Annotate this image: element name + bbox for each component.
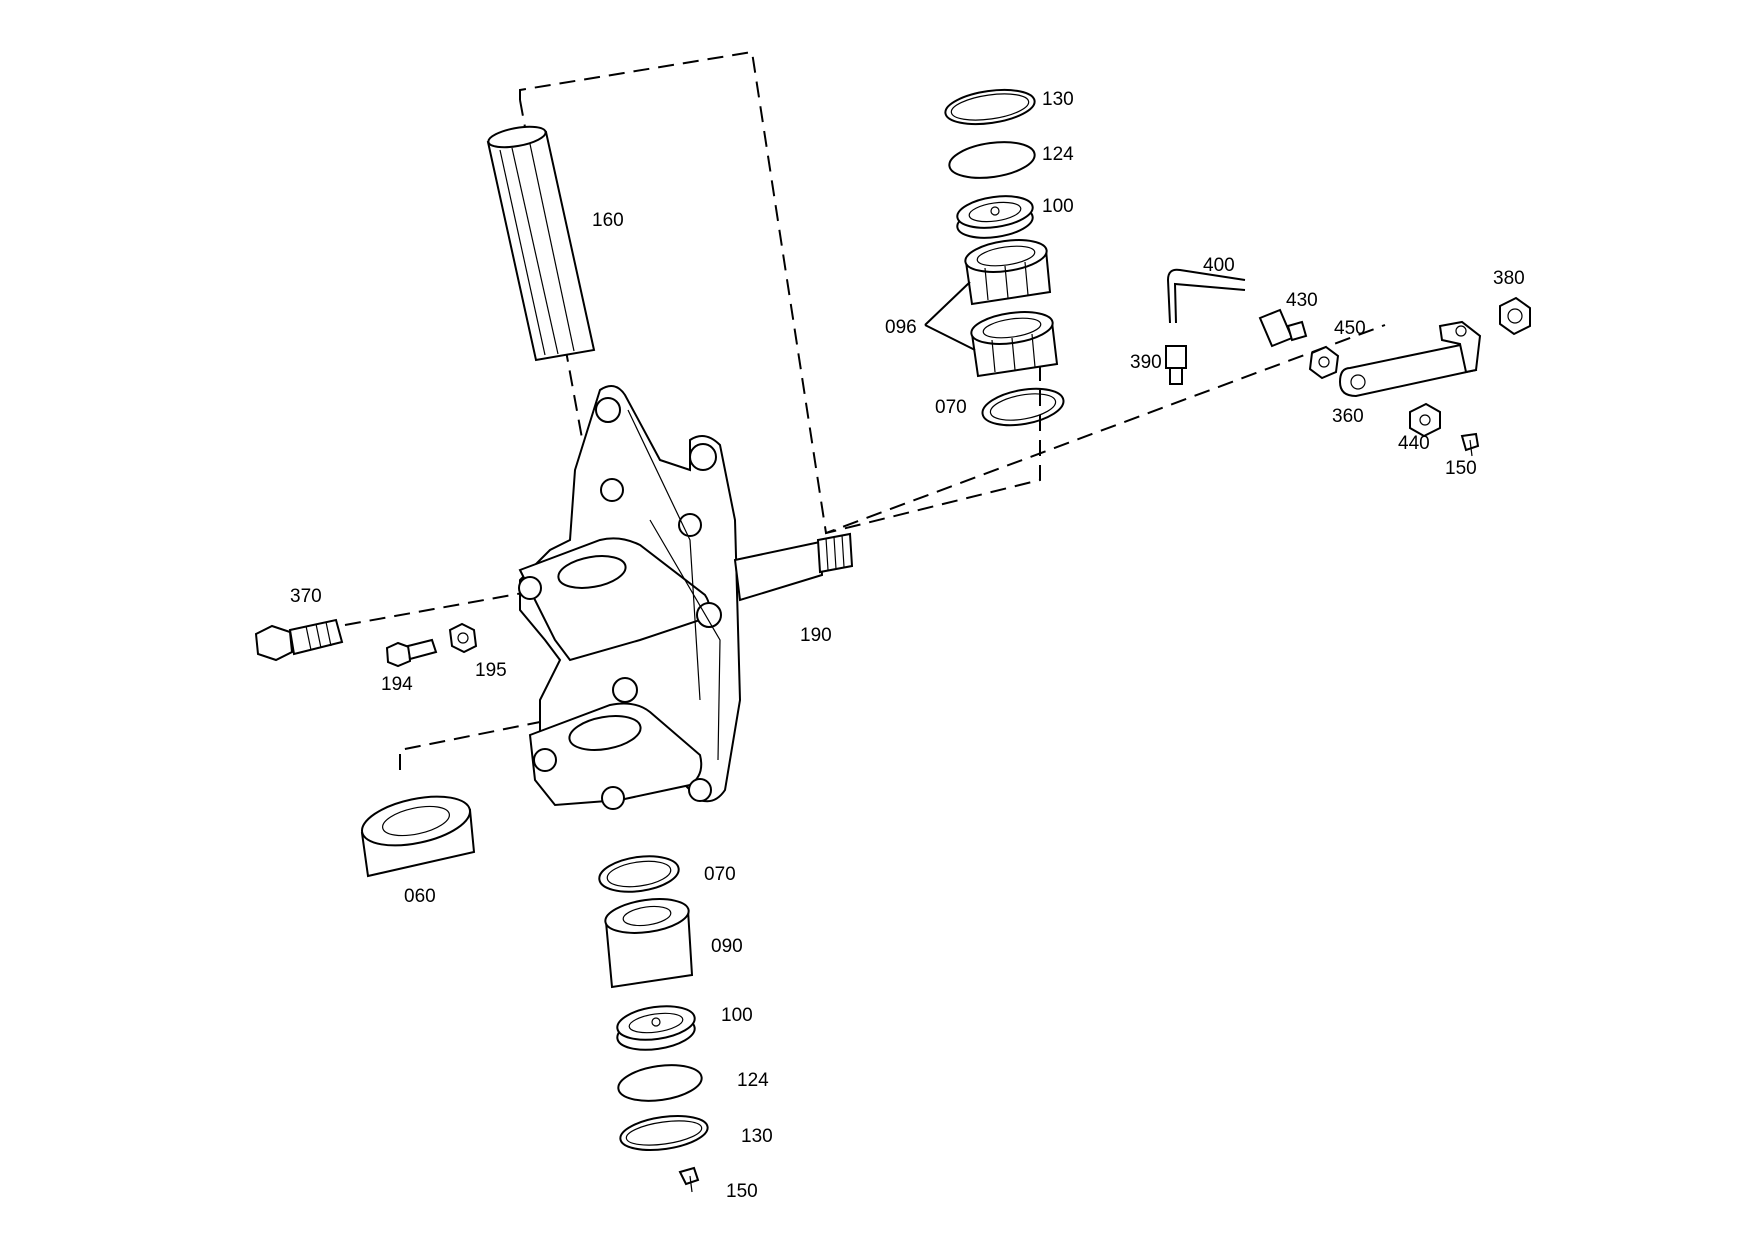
steering-knuckle-190 [518,385,854,810]
label-430: 430 [1286,290,1318,311]
cap-100-top [956,195,1034,239]
circlip-130-top [944,88,1036,126]
label-160: 160 [592,210,624,231]
label-450: 450 [1334,318,1366,339]
grease-nipple-390 [1165,345,1187,385]
nut-380 [1499,296,1531,336]
bearing-096-upper [964,239,1052,306]
label-360: 360 [1332,406,1364,427]
screw-194 [385,638,438,668]
seal-060 [360,795,476,878]
label-124-bottom: 124 [737,1070,769,1091]
label-070-bottom: 070 [704,864,736,885]
bracket-360 [1338,320,1482,398]
nut-450 [1308,345,1340,380]
grease-nipple-430 [1258,308,1308,348]
label-124-top: 124 [1042,144,1074,165]
bearing-096-lower [970,311,1059,378]
label-440: 440 [1398,433,1430,454]
label-194: 194 [381,674,413,695]
bolt-370 [254,618,344,662]
label-100-bottom: 100 [721,1005,753,1026]
label-400: 400 [1203,255,1235,276]
hex-key-400 [1166,268,1246,324]
label-130-bottom: 130 [741,1126,773,1147]
screw-150-right [1460,432,1480,457]
label-070-top: 070 [935,397,967,418]
label-380: 380 [1493,268,1525,289]
label-150-bottom: 150 [726,1181,758,1202]
label-195: 195 [475,660,507,681]
label-390: 390 [1130,352,1162,373]
screw-150-bottom [678,1166,700,1193]
label-190: 190 [800,625,832,646]
cap-100-bottom [616,1005,696,1051]
cap-nut-440 [1409,402,1441,438]
leader-096 [924,281,976,351]
spacer-070-top [981,387,1065,427]
nut-195 [448,622,478,654]
label-100-top: 100 [1042,196,1074,217]
label-090: 090 [711,936,743,957]
spacer-070-bottom [598,855,680,893]
label-130-top: 130 [1042,89,1074,110]
label-096: 096 [885,317,917,338]
circlip-130-bottom [619,1115,709,1151]
label-060: 060 [404,886,436,907]
label-150-right: 150 [1445,458,1477,479]
bushing-090 [604,898,694,989]
pin-160 [486,125,596,362]
oring-124-bottom [617,1064,703,1102]
oring-124-top [948,141,1036,179]
part-labels: 130 124 100 160 096 070 400 430 380 450 … [290,89,1525,1202]
label-370: 370 [290,586,322,607]
